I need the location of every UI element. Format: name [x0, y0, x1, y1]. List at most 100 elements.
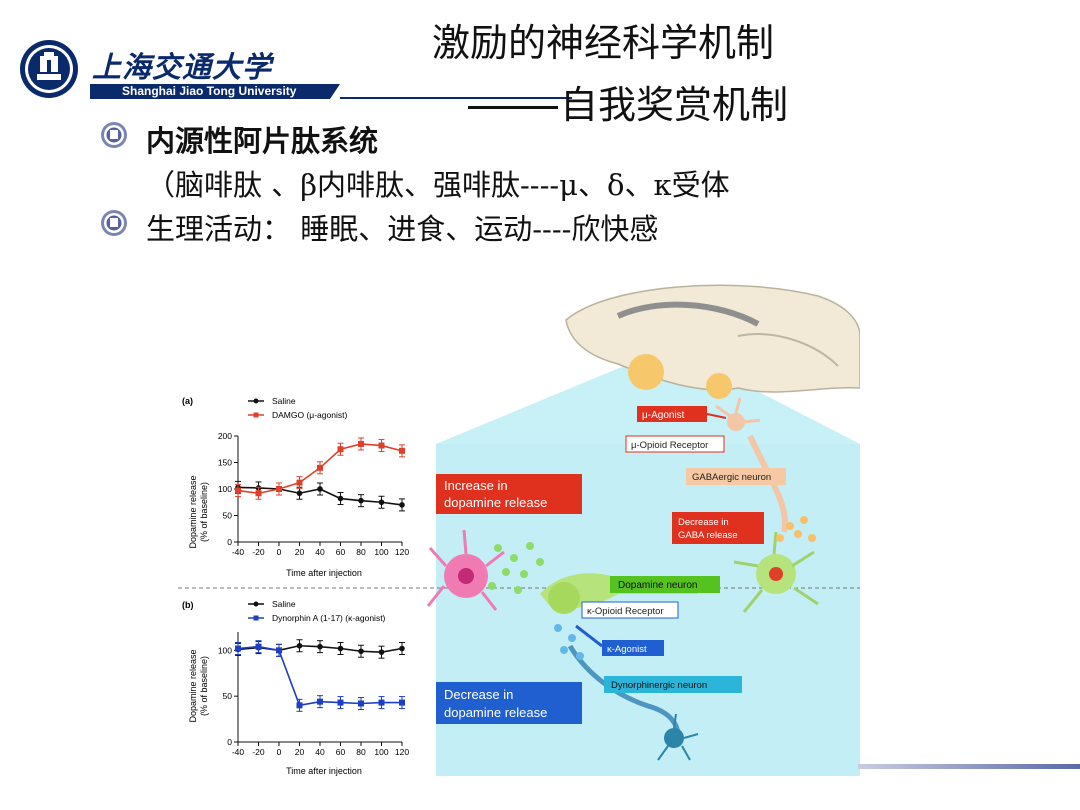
data-point [399, 502, 405, 508]
data-point [317, 464, 323, 471]
kappa-receptor-box [581, 601, 679, 619]
kappa-receptor-label: κ-Opioid Receptor [587, 606, 664, 617]
mu-receptor-box [625, 435, 725, 453]
brain-region-highlight [628, 354, 664, 390]
gaba-neuron-illustration [733, 434, 819, 613]
dopamine-neuron-label: Dopamine neuron [618, 580, 698, 591]
header-divider [340, 97, 572, 99]
y-tick-label: 50 [223, 691, 233, 701]
gaba-neuron-label: GABAergic neuron [692, 472, 771, 483]
x-axis-label: Time after injection [286, 766, 362, 776]
legend-label-damgo: DAMGO (μ-agonist) [272, 410, 347, 420]
data-point [378, 699, 385, 706]
data-point [296, 479, 303, 486]
y-axis-label: Dopamine release [188, 475, 198, 548]
mu-receptor-label: μ-Opioid Receptor [631, 440, 708, 451]
x-tick-label: 20 [295, 747, 305, 757]
kappa-agonist-box [602, 640, 664, 656]
kappa-agonist-label: κ-Agonist [607, 644, 647, 655]
slide-subtitle-text: 自我奖赏机制 [560, 83, 789, 127]
chart-panel-b: (b) Saline Dynorphin A (1-17) (κ-agonist… [182, 599, 409, 776]
bullet-seal-icon [101, 210, 127, 236]
y-tick-label: 0 [227, 537, 232, 547]
x-tick-label: 120 [395, 747, 409, 757]
x-tick-label: 20 [295, 547, 305, 557]
data-point [296, 642, 303, 649]
opioid-dopamine-figure: μ-Agonist μ-Opioid Receptor GABAergic ne… [178, 284, 860, 776]
data-point [337, 645, 344, 652]
increase-dopamine-box [436, 474, 582, 514]
mu-agonist-label: μ-Agonist [642, 410, 685, 421]
x-tick-label: 40 [315, 747, 325, 757]
dynorphinergic-neuron-illustration [567, 644, 699, 761]
y-tick-label: 200 [218, 431, 232, 441]
legend-label-dynorphin: Dynorphin A (1-17) (κ-agonist) [272, 613, 386, 623]
bullet-seal-icon [101, 122, 127, 148]
data-point [378, 649, 385, 655]
y-axis-label-unit: (% of baseline) [199, 482, 209, 542]
data-point [337, 446, 344, 453]
brain-structure [616, 301, 760, 327]
x-tick-label: 80 [356, 747, 366, 757]
dynorphin-neuron-box [604, 676, 742, 693]
mu-receptor-neuron [715, 397, 761, 431]
pink-neuron-illustration [426, 529, 505, 611]
decrease-gaba-line2: GABA release [678, 530, 738, 541]
data-point [378, 442, 385, 449]
data-point [399, 645, 405, 652]
data-point [358, 440, 364, 447]
vesicle-dots [488, 542, 544, 594]
data-point [235, 487, 241, 494]
panel-label: (a) [182, 396, 193, 406]
title-dash [468, 106, 558, 109]
data-point [317, 643, 323, 650]
data-point [399, 447, 405, 454]
university-name-cn: 上海交通大学 [92, 50, 273, 84]
university-name-en: Shanghai Jiao Tong University [122, 84, 297, 98]
decrease-dopamine-line1: Decrease in [444, 687, 513, 702]
university-seal-logo [20, 40, 78, 98]
dopamine-neuron-box [610, 576, 720, 593]
data-point [255, 490, 262, 497]
data-point [235, 645, 241, 652]
y-axis-label: Dopamine release [188, 649, 198, 722]
decrease-gaba-line1: Decrease in [678, 517, 729, 528]
data-point [358, 497, 364, 504]
x-tick-label: -40 [232, 547, 245, 557]
data-point [317, 698, 323, 705]
data-point [296, 490, 303, 497]
y-tick-label: 150 [218, 458, 232, 468]
legend-marker-dynorphin [253, 615, 259, 621]
data-point [255, 643, 262, 650]
x-tick-label: 0 [277, 747, 282, 757]
kappa-agonist-arrow [575, 624, 603, 648]
data-point [276, 486, 282, 492]
data-point [337, 495, 344, 502]
y-tick-label: 0 [227, 737, 232, 747]
data-point [337, 699, 344, 706]
bullet-item: 生理活动： 睡眠、进食、运动----欣快感 [146, 212, 659, 246]
legend-marker-saline [253, 398, 259, 404]
bullet-item: 内源性阿片肽系统 [146, 124, 379, 158]
x-tick-label: 100 [374, 547, 388, 557]
legend-marker-saline [253, 601, 259, 607]
bullet-subitem: （脑啡肽 、β内啡肽、强啡肽----μ、δ、κ受体 [146, 168, 730, 202]
x-tick-label: 80 [356, 547, 366, 557]
slide-subtitle: 自我奖赏机制 [468, 74, 788, 129]
kappa-vesicle-dots [554, 624, 584, 660]
decrease-gaba-box [672, 512, 764, 544]
y-axis-label-unit: (% of baseline) [199, 656, 209, 716]
slide-title: 激励的神经科学机制 [432, 21, 775, 65]
data-point [399, 699, 405, 706]
data-point [276, 647, 282, 654]
decrease-dopamine-line2: dopamine release [444, 705, 547, 720]
y-tick-label: 50 [223, 511, 233, 521]
x-axis-label: Time after injection [286, 568, 362, 578]
x-tick-label: -20 [252, 547, 265, 557]
y-tick-label: 100 [218, 645, 232, 655]
legend-label-saline: Saline [272, 599, 296, 609]
x-tick-label: 100 [374, 747, 388, 757]
decrease-dopamine-box [436, 682, 582, 724]
